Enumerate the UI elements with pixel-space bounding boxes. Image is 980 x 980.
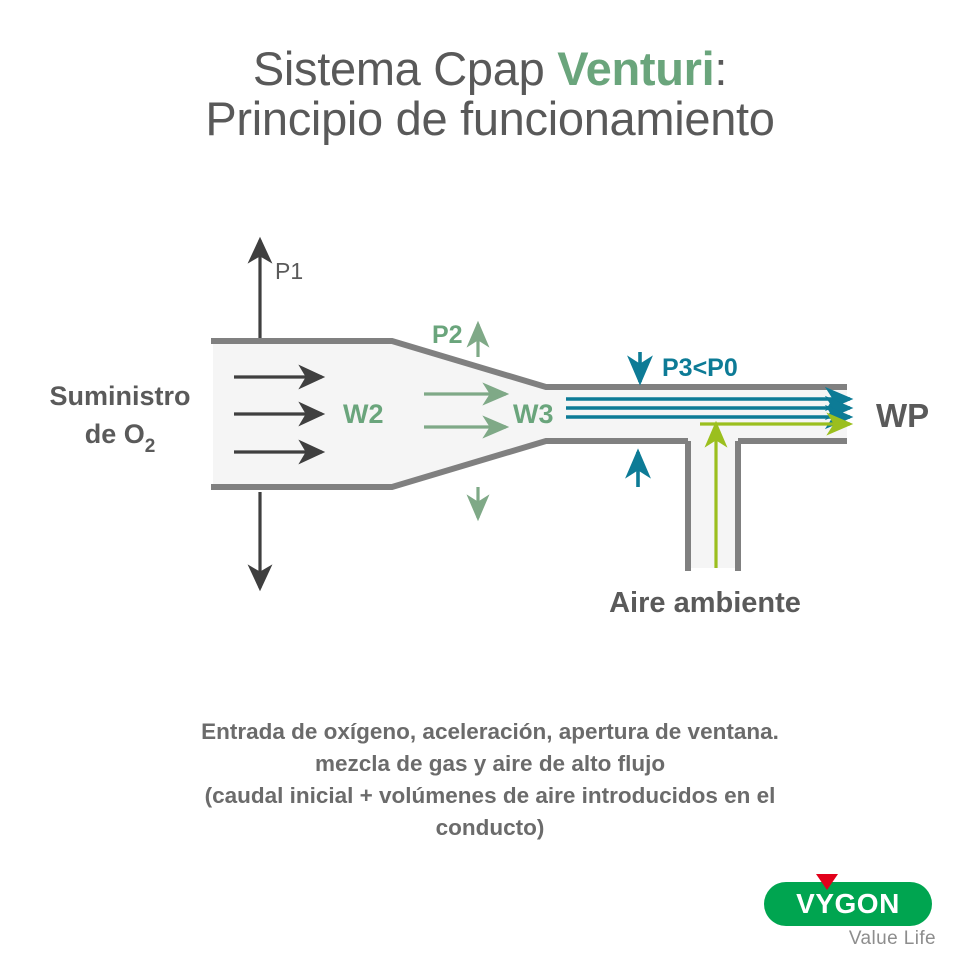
label-w3: W3 xyxy=(513,399,554,429)
caption-line-3: (caudal inicial + volúmenes de aire intr… xyxy=(204,782,776,808)
title-prefix: Sistema Cpap xyxy=(252,42,558,95)
logo-tagline: Value Life xyxy=(848,928,936,949)
label-w2: W2 xyxy=(343,399,384,429)
label-supply-line2: de O2 xyxy=(85,419,156,457)
caption-block: Entrada de oxígeno, aceleración, apertur… xyxy=(90,716,890,844)
label-wp: WP xyxy=(876,397,929,434)
title-line-2: Principio de funcionamiento xyxy=(205,91,775,145)
label-p3: P3<P0 xyxy=(662,354,738,382)
title-accent: Venturi xyxy=(557,42,715,95)
caption-line-2: mezcla de gas y aire de alto flujo xyxy=(314,750,666,776)
ambient-air-path xyxy=(700,412,854,568)
oxygen-supply-arrows xyxy=(234,364,326,465)
label-supply-prefix: de O xyxy=(85,419,145,449)
diagram-labels: Suministro de O2 P1 P2 W2 W3 P3<P0 WP Ai… xyxy=(49,258,929,619)
label-ambient-air: Aire ambiente xyxy=(609,587,801,619)
label-p1: P1 xyxy=(275,258,303,284)
caption-line-4: conducto) xyxy=(435,814,545,840)
logo-wordmark: VYGON xyxy=(796,888,900,919)
label-p2: P2 xyxy=(432,321,463,349)
page-title: Sistema Cpap Venturi: Principio de funci… xyxy=(0,44,980,144)
pipe-walls xyxy=(211,338,847,571)
logo-triangle-icon xyxy=(816,874,838,890)
pipe-body xyxy=(213,341,847,568)
jet-streamlines xyxy=(566,386,854,430)
logo-pill-shape xyxy=(764,882,932,926)
title-line-1: Sistema Cpap Venturi: xyxy=(0,44,980,94)
label-supply-line1: Suministro xyxy=(49,381,190,411)
vygon-logo: VYGON Value Life xyxy=(760,868,940,954)
accelerated-flow-arrows xyxy=(424,382,510,439)
title-suffix: : xyxy=(714,42,728,95)
label-supply-subscript: 2 xyxy=(145,436,156,457)
caption-line-1: Entrada de oxígeno, aceleración, apertur… xyxy=(201,719,779,744)
venturi-diagram: Suministro de O2 P1 P2 W2 W3 P3<P0 WP Ai… xyxy=(49,236,929,619)
